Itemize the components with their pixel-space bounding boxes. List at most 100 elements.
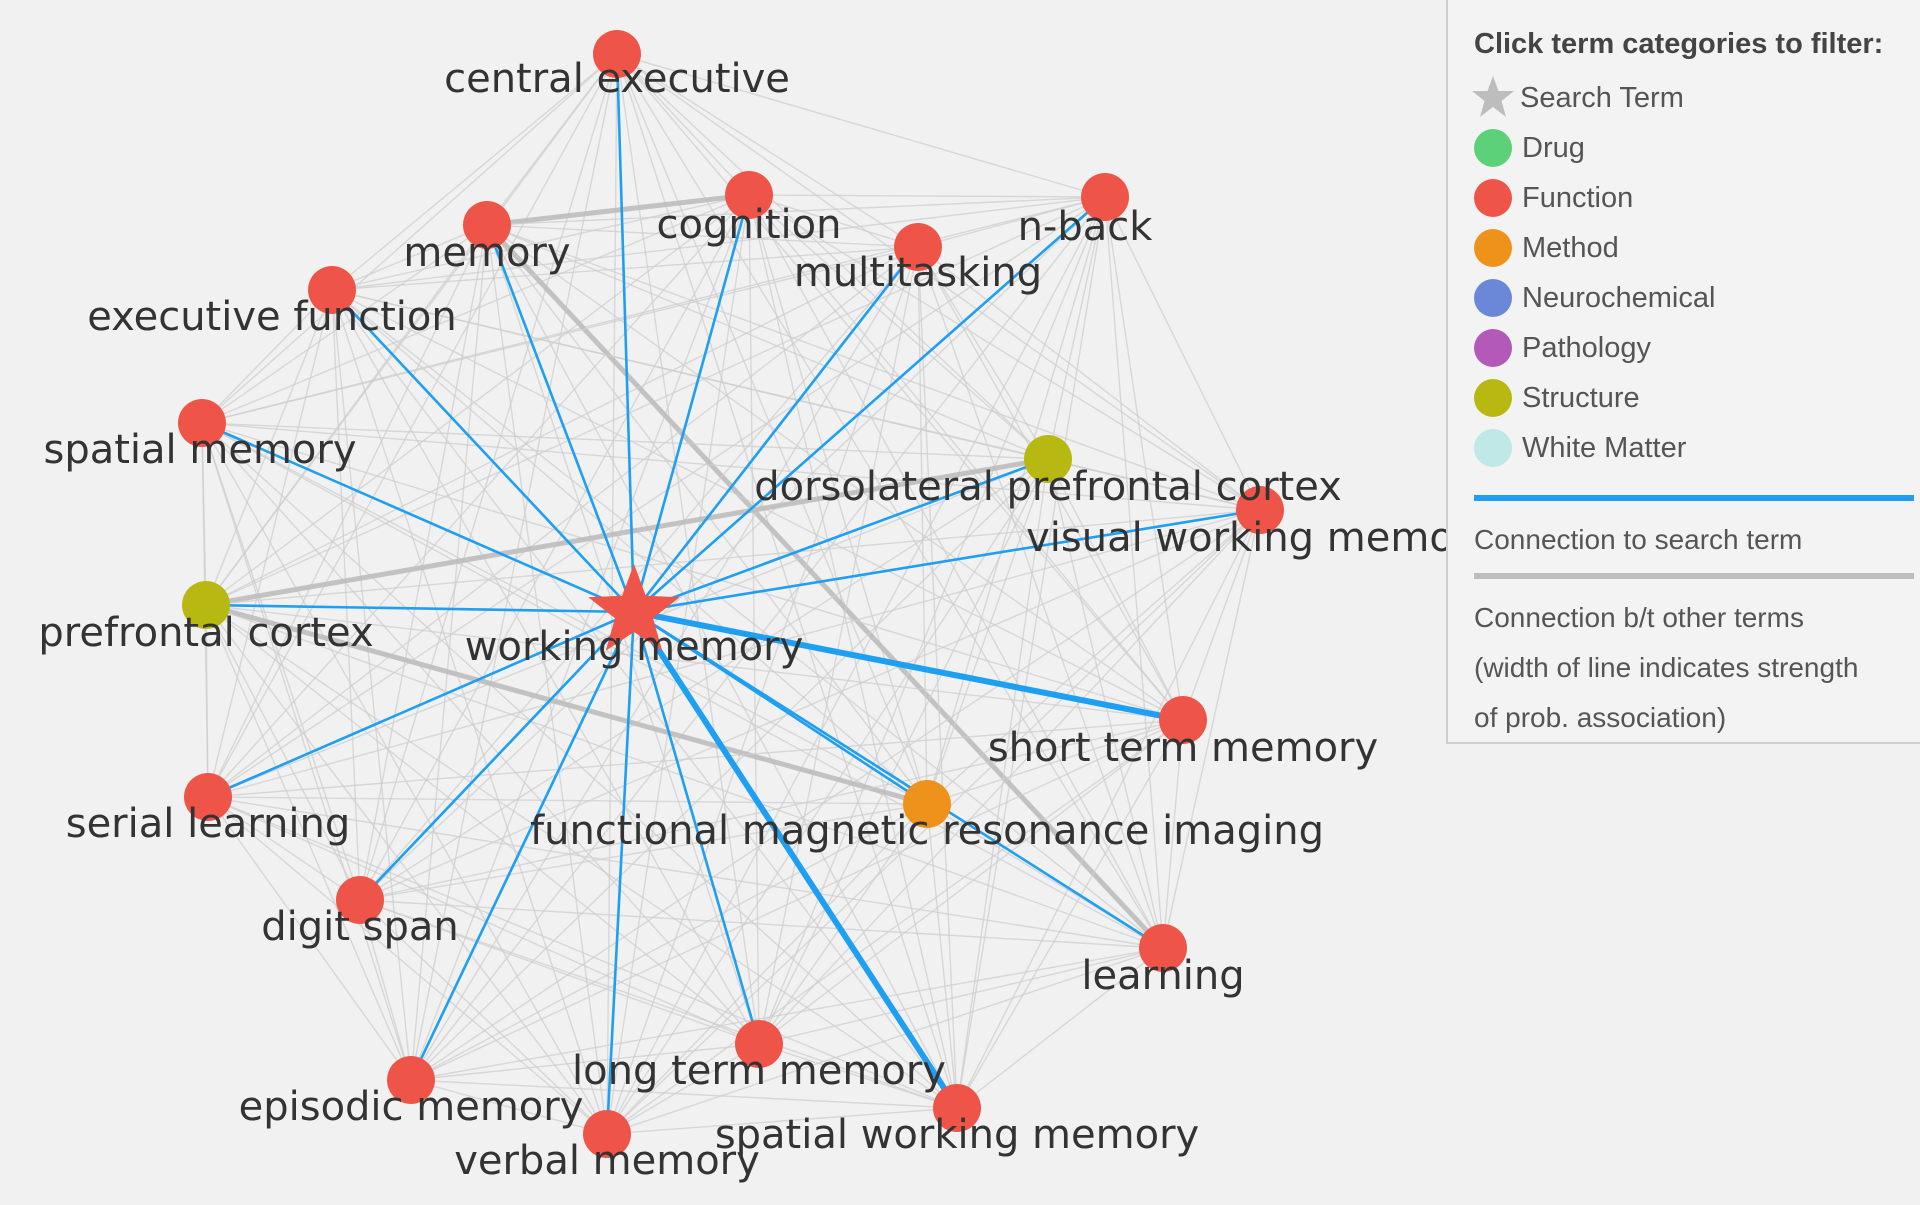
- filter-white-matter[interactable]: White Matter: [1474, 423, 1920, 473]
- edges-to-search-term: [201, 53, 1261, 1135]
- drug-category-dot-icon: [1474, 129, 1512, 167]
- node-prefrontal-cortex[interactable]: [182, 581, 230, 629]
- term-connection-edge: [359, 803, 928, 901]
- term-connection-edge: [917, 246, 1049, 460]
- term-connection-edge: [486, 224, 1184, 721]
- node-executive-function[interactable]: [308, 266, 356, 314]
- node-central-executive[interactable]: [593, 30, 641, 78]
- term-connection-edge: [748, 194, 1049, 460]
- search-term-edge: [633, 609, 1184, 723]
- term-connection-edge: [410, 947, 1164, 1081]
- node-learning[interactable]: [1139, 924, 1187, 972]
- term-connection-edge: [205, 509, 1261, 606]
- term-connection-edge: [205, 604, 361, 901]
- term-connection-edge: [205, 194, 750, 606]
- term-connection-edge: [606, 246, 919, 1135]
- term-connection-edge: [748, 194, 928, 805]
- term-connection-edge: [359, 899, 412, 1081]
- term-connection-edge: [1104, 196, 1184, 721]
- node-cognition[interactable]: [725, 171, 773, 219]
- search-term-star-icon[interactable]: [588, 564, 680, 651]
- term-connection-edge: [331, 289, 1164, 949]
- node-visual-working-memory[interactable]: [1236, 486, 1284, 534]
- term-connection-edge: [331, 246, 919, 291]
- node-serial-learning[interactable]: [184, 773, 232, 821]
- term-connection-edge: [606, 458, 1049, 1135]
- search-term-edge: [207, 610, 635, 799]
- term-connection-edge: [205, 604, 1184, 721]
- search-term-edge: [205, 603, 635, 614]
- filter-method[interactable]: Method: [1474, 223, 1920, 273]
- term-connection-edge: [207, 796, 608, 1135]
- filter-neurochemical[interactable]: Neurochemical: [1474, 273, 1920, 323]
- term-connection-edge: [201, 246, 919, 424]
- term-connection-edge: [207, 194, 750, 798]
- node-spatial-memory[interactable]: [178, 399, 226, 447]
- search-term-edge: [631, 610, 960, 1110]
- term-connection-edge: [486, 196, 1106, 226]
- term-connection-edge: [758, 246, 919, 1045]
- term-connection-edge: [331, 289, 412, 1081]
- label-n-back: n-back: [1018, 204, 1154, 250]
- term-connection-edge: [359, 458, 1049, 901]
- node-episodic-memory[interactable]: [387, 1056, 435, 1104]
- term-connection-edge: [331, 224, 488, 291]
- term-connection-edge: [926, 458, 1049, 805]
- label-prefrontal-cortex: prefrontal cortex: [38, 610, 373, 656]
- term-connection-edge: [207, 796, 412, 1081]
- filter-function[interactable]: Function: [1474, 173, 1920, 223]
- term-connection-edge: [205, 196, 1106, 606]
- node-dorsolateral-prefrontal-cortex[interactable]: [1024, 435, 1072, 483]
- filter-label: Function: [1522, 181, 1634, 214]
- search-term-edge: [485, 224, 636, 613]
- neurochemical-category-dot-icon: [1474, 279, 1512, 317]
- term-connection-edge: [207, 796, 958, 1109]
- term-connection-edge: [359, 509, 1261, 901]
- term-connection-edge: [606, 1043, 760, 1135]
- term-connection-edge: [410, 224, 488, 1081]
- filter-label: White Matter: [1522, 431, 1687, 464]
- label-memory: memory: [403, 230, 570, 276]
- term-connection-edge: [606, 803, 928, 1135]
- term-connection-edge: [485, 223, 1165, 950]
- term-connection-edge: [748, 194, 760, 1045]
- label-multitasking: multitasking: [794, 250, 1042, 296]
- term-connection-edge: [1104, 196, 1261, 511]
- label-episodic-memory: episodic memory: [239, 1084, 584, 1130]
- filter-structure[interactable]: Structure: [1474, 373, 1920, 423]
- node-functional-magnetic-resonance-imaging[interactable]: [903, 780, 951, 828]
- term-connection-edge: [359, 719, 1184, 901]
- node-n-back[interactable]: [1081, 173, 1129, 221]
- search-connection-line-sample: [1474, 495, 1914, 501]
- term-connection-edge: [1182, 509, 1261, 721]
- term-connection-edge: [201, 422, 760, 1045]
- term-connection-edge: [207, 719, 1184, 798]
- white-matter-category-dot-icon: [1474, 429, 1512, 467]
- term-connection-edge: [331, 289, 1184, 721]
- node-verbal-memory[interactable]: [583, 1110, 631, 1158]
- node-long-term-memory[interactable]: [735, 1020, 783, 1068]
- term-connection-edge: [359, 899, 760, 1045]
- term-connection-edge: [758, 1043, 958, 1109]
- label-verbal-memory: verbal memory: [454, 1138, 760, 1184]
- term-connection-edge: [359, 899, 958, 1109]
- node-memory[interactable]: [463, 201, 511, 249]
- label-dorsolateral-prefrontal-cortex: dorsolateral prefrontal cortex: [754, 464, 1342, 510]
- term-connection-edge: [606, 1107, 958, 1135]
- node-multitasking[interactable]: [894, 223, 942, 271]
- filter-pathology[interactable]: Pathology: [1474, 323, 1920, 373]
- filter-search-term[interactable]: Search Term: [1472, 73, 1920, 123]
- search-term-edge: [632, 611, 761, 1045]
- term-connection-edge: [606, 947, 1164, 1135]
- term-connection-edge: [616, 53, 1261, 511]
- node-digit-span[interactable]: [336, 876, 384, 924]
- filter-drug[interactable]: Drug: [1474, 123, 1920, 173]
- term-connection-edge: [748, 194, 1106, 198]
- search-term-edge: [615, 53, 636, 613]
- node-spatial-working-memory[interactable]: [933, 1084, 981, 1132]
- other-connection-note: (width of line indicates strength: [1474, 652, 1859, 683]
- term-connection-edge: [758, 719, 1184, 1045]
- node-short-term-memory[interactable]: [1159, 696, 1207, 744]
- search-term-edge: [633, 457, 1049, 614]
- term-connection-edge: [205, 456, 1049, 608]
